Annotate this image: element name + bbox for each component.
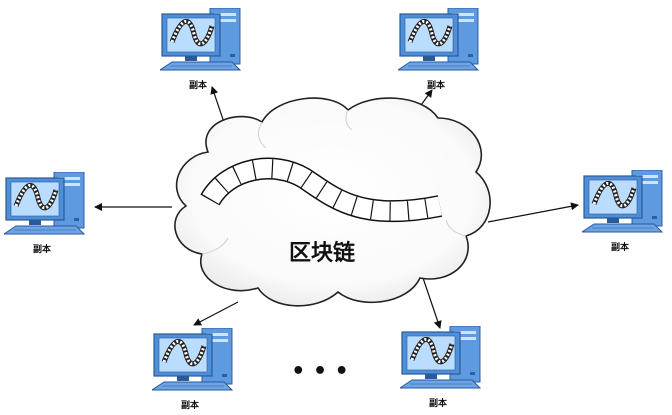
computer-node-left: 副本 (4, 172, 84, 255)
ellipsis: • • • (291, 359, 349, 384)
node-label: 副本 (181, 399, 200, 411)
computer-icon (160, 8, 240, 70)
computer-node-bottom-left: 副本 (152, 328, 232, 411)
node-label: 副本 (189, 79, 208, 91)
computer-node-top-left: 副本 (160, 8, 240, 91)
block-chain-band (200, 157, 443, 223)
node-label: 副本 (427, 79, 446, 91)
computer-icon (582, 170, 662, 232)
computer-icon (400, 326, 480, 388)
node-label: 副本 (33, 243, 52, 255)
computer-icon (398, 8, 478, 70)
computer-node-top-right: 副本 (398, 8, 478, 91)
arrow-right (487, 202, 579, 223)
computer-icon (4, 172, 84, 234)
arrow-bottom-left (193, 301, 239, 326)
node-label: 副本 (611, 241, 630, 253)
blockchain-cloud: 区块链 (174, 97, 491, 307)
arrow-bottom-right (421, 274, 442, 329)
computer-icon (152, 328, 232, 390)
computer-node-right: 副本 (582, 170, 662, 253)
node-label: 副本 (429, 397, 448, 409)
computer-node-bottom-right: 副本 (400, 326, 480, 409)
cloud-label: 区块链 (289, 240, 355, 266)
